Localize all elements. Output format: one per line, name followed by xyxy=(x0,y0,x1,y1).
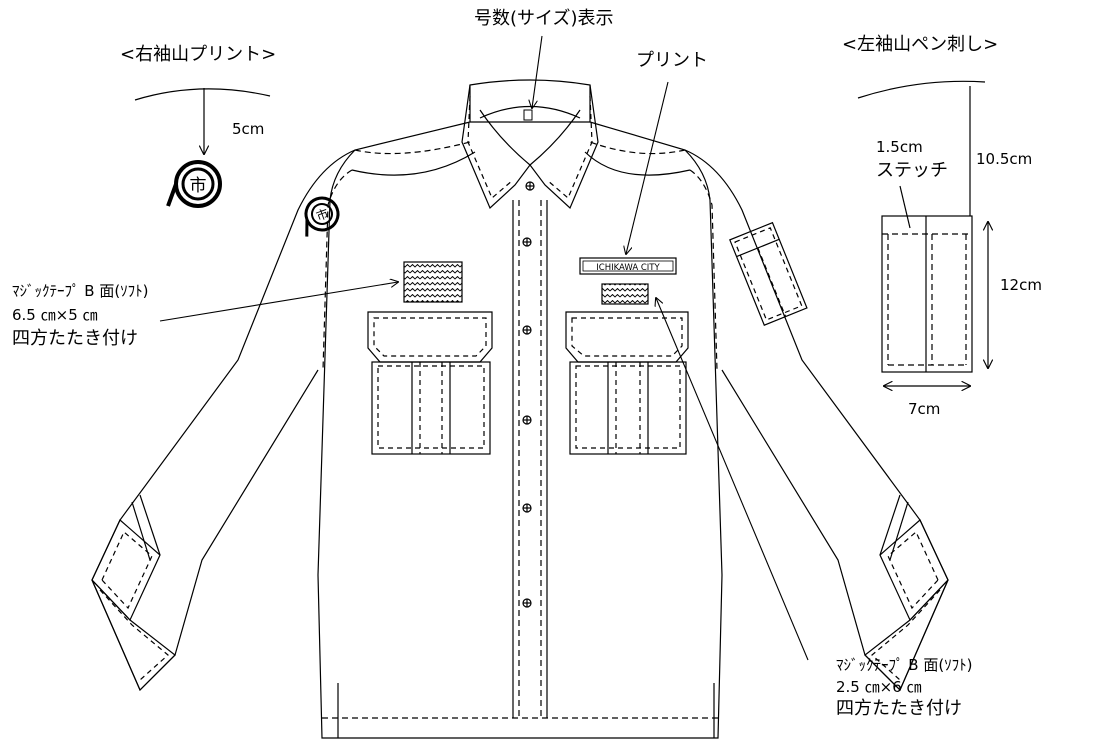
left-sleeve-outline xyxy=(684,149,949,692)
right-cuff-band xyxy=(91,579,176,692)
torso-outline xyxy=(317,121,723,739)
velcro-patch-large xyxy=(403,261,463,303)
velcro-left-line2: 6.5 ㎝×5 ㎝ xyxy=(12,306,98,324)
left-cuff xyxy=(879,519,949,622)
velcro-right-line2: 2.5 ㎝×6 ㎝ xyxy=(836,678,922,696)
leader-print xyxy=(626,81,669,254)
leader-size xyxy=(532,35,543,108)
shirt-body xyxy=(317,121,723,739)
left-shoulder-arc xyxy=(857,80,986,99)
collar-left-stitch xyxy=(467,95,514,199)
name-badge-text: ICHIKAWA CITY xyxy=(596,263,660,273)
city-emblem-large: 市 xyxy=(166,160,222,208)
pocket-flap xyxy=(367,311,493,363)
yoke-seam-left xyxy=(351,151,476,176)
right-sleeve-title: <右袖山プリント> xyxy=(120,44,277,65)
chest-pocket-left xyxy=(565,257,689,455)
velcro-left-line1: ﾏｼﾞｯｸﾃｰﾌﾟ B 面(ｿﾌﾄ) xyxy=(12,282,149,300)
left-stitch-word-label: ステッチ xyxy=(876,160,948,181)
velcro-left-line3: 四方たたき付け xyxy=(12,328,138,349)
velcro-left-callout: ﾏｼﾞｯｸﾃｰﾌﾟ B 面(ｿﾌﾄ) 6.5 ㎝×5 ㎝ 四方たたき付け xyxy=(12,282,149,350)
button xyxy=(525,181,535,191)
collar-stand xyxy=(469,79,591,123)
right-shoulder-arc xyxy=(134,88,271,101)
yoke-right xyxy=(589,141,686,155)
button xyxy=(522,503,532,513)
sleeve-pen-pocket xyxy=(729,221,808,326)
leader-lines xyxy=(159,35,809,661)
left-cuff-band xyxy=(864,579,949,692)
right-cuff xyxy=(91,519,161,622)
pocket-body xyxy=(371,361,491,455)
velcro-right-line1: ﾏｼﾞｯｸﾃｰﾌﾟ B 面(ｿﾌﾄ) xyxy=(836,656,973,674)
collar-right-point xyxy=(529,84,599,210)
size-tag xyxy=(523,109,533,121)
velcro-right-callout: ﾏｼﾞｯｸﾃｰﾌﾟ B 面(ｿﾌﾄ) 2.5 ㎝×6 ㎝ 四方たたき付け xyxy=(836,656,973,720)
collar-right-stitch xyxy=(546,95,593,199)
right-sleeve-outline xyxy=(91,149,356,692)
emblem-char-large: 市 xyxy=(190,176,207,196)
pocket-flap xyxy=(565,311,689,363)
left-stitch-width-label: 1.5cm xyxy=(876,138,923,156)
collar-stand-inner xyxy=(479,105,581,119)
right-sleeve xyxy=(91,149,356,692)
leader-velcro-right xyxy=(656,298,809,661)
button xyxy=(522,325,532,335)
stitch-pointer xyxy=(899,185,911,229)
chest-pocket-right xyxy=(367,261,493,455)
yoke-left xyxy=(354,141,471,155)
city-emblem-sleeve: 市 xyxy=(304,196,340,237)
left-7cm-label: 7cm xyxy=(908,400,941,418)
size-label: 号数(サイズ)表示 xyxy=(474,8,614,29)
button xyxy=(522,237,532,247)
left-10-5cm-label: 10.5cm xyxy=(976,150,1033,168)
right-cuff-band-stitch xyxy=(99,589,169,681)
collar-left-point xyxy=(461,84,531,210)
left-sleeve-title: <左袖山ペン刺し> xyxy=(842,34,999,55)
button xyxy=(522,415,532,425)
left-sleeve xyxy=(684,149,949,692)
leader-velcro-left xyxy=(159,282,398,322)
left-pen-detail xyxy=(857,80,988,386)
print-label: プリント xyxy=(636,50,708,71)
left-pocket-rect xyxy=(881,215,973,373)
name-badge xyxy=(579,257,677,275)
yoke-seam-right xyxy=(584,151,691,176)
right-print-detail xyxy=(134,88,271,154)
pocket-body xyxy=(569,361,687,455)
left-sleeve-seam xyxy=(689,169,718,371)
left-12cm-label: 12cm xyxy=(1000,276,1042,294)
placket xyxy=(512,181,548,718)
right-5cm-label: 5cm xyxy=(232,120,265,138)
velcro-right-line3: 四方たたき付け xyxy=(836,698,962,719)
button xyxy=(522,598,532,608)
emblem-char-sleeve: 市 xyxy=(314,205,330,223)
velcro-patch-small xyxy=(601,283,649,305)
